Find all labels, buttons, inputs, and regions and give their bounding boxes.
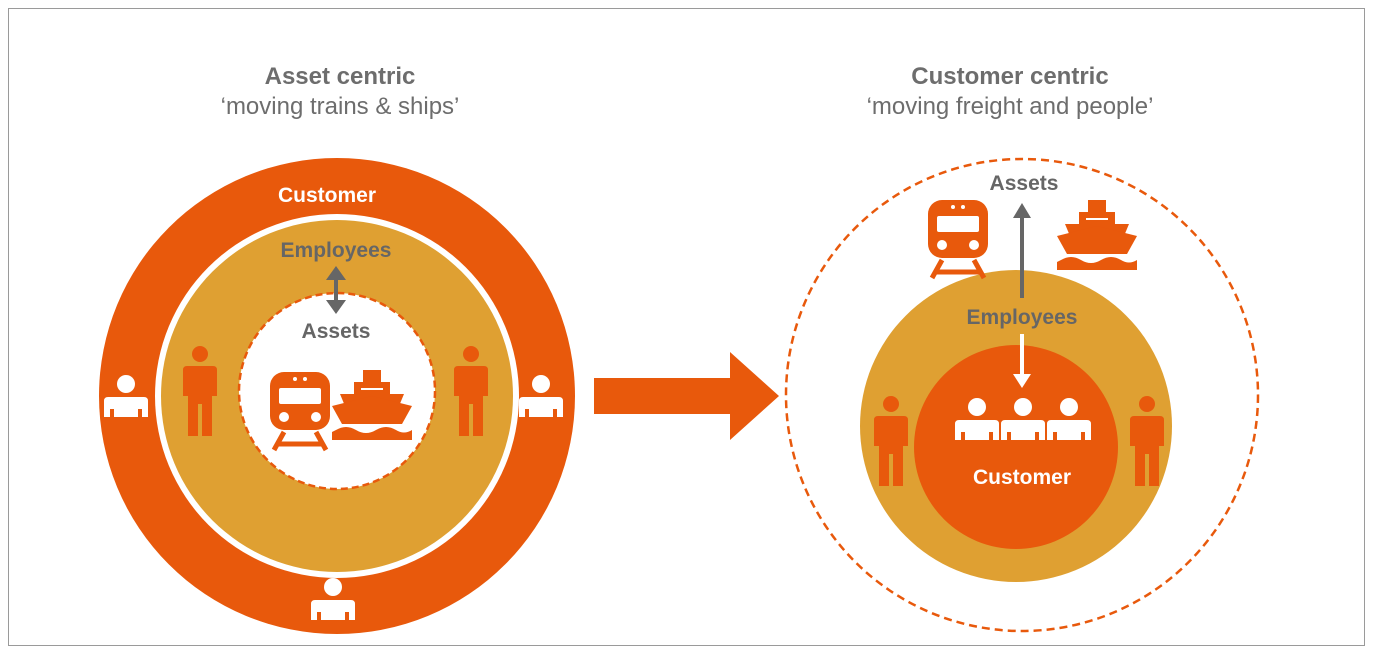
- left-diagram: Customer Employees Assets: [99, 158, 575, 634]
- right-heading: Customer centric ‘moving freight and peo…: [820, 62, 1200, 122]
- transition-arrow-icon: [594, 352, 779, 440]
- right-title: Customer centric: [911, 63, 1109, 90]
- right-inner-label: Customer: [973, 466, 1071, 489]
- right-diagram: Assets Employees Customer: [784, 157, 1260, 633]
- left-middle-label: Employees: [281, 239, 392, 262]
- right-inner-circle: [914, 345, 1118, 549]
- left-inner-circle: [237, 291, 437, 491]
- right-subtitle: ‘moving freight and people’: [866, 93, 1154, 120]
- ship-icon: [1057, 200, 1137, 270]
- train-icon: [928, 200, 988, 278]
- left-heading: Asset centric ‘moving trains & ships’: [160, 62, 520, 122]
- left-subtitle: ‘moving trains & ships’: [220, 93, 460, 120]
- right-outer-dashed-circle: [784, 157, 1260, 633]
- double-arrow-icon: [326, 266, 346, 314]
- up-arrow-icon: [1013, 203, 1031, 298]
- left-outer-label: Customer: [278, 184, 376, 207]
- left-title: Asset centric: [264, 63, 416, 90]
- slide-frame: [8, 8, 1365, 646]
- left-inner-label: Assets: [302, 320, 371, 343]
- right-middle-label: Employees: [967, 306, 1078, 329]
- down-arrow-icon: [1013, 334, 1031, 388]
- right-outer-label: Assets: [990, 172, 1059, 195]
